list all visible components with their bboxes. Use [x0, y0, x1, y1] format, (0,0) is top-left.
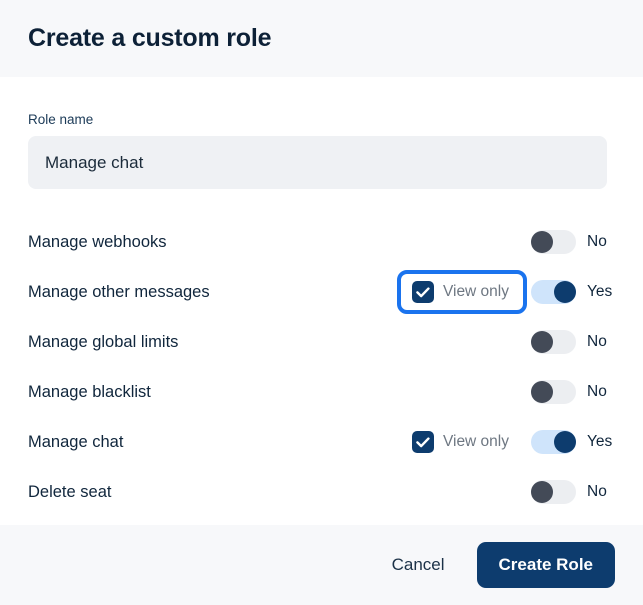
toggle-state-label: Yes — [587, 283, 613, 301]
permission-toggle-switch[interactable] — [531, 230, 576, 255]
view-only-toggle-group[interactable]: View only — [396, 270, 527, 315]
page-title: Create a custom role — [28, 23, 272, 52]
dialog-footer: Cancel Create Role — [0, 525, 643, 605]
permission-toggle-group: Yes — [531, 430, 615, 455]
permissions-list: Manage webhooksView onlyNoManage other m… — [28, 217, 615, 517]
toggle-knob — [531, 381, 553, 404]
role-name-field-group: Role name — [28, 77, 615, 190]
view-only-toggle-group[interactable]: View only — [397, 420, 527, 464]
permission-row: Manage blacklistView onlyNo — [28, 367, 615, 417]
permission-row: Delete seatView onlyNo — [28, 467, 615, 517]
toggle-state-label: Yes — [587, 433, 613, 451]
view-only-label: View only — [442, 433, 509, 451]
permission-toggle-switch[interactable] — [531, 330, 576, 355]
permission-toggle-switch[interactable] — [531, 480, 576, 505]
permission-label: Manage other messages — [28, 282, 210, 301]
permission-label: Manage chat — [28, 432, 124, 451]
permission-label: Delete seat — [28, 482, 112, 501]
role-name-label: Role name — [28, 112, 94, 127]
permission-toggle-switch[interactable] — [531, 380, 576, 405]
permission-toggle-group: No — [531, 230, 615, 255]
toggle-knob — [531, 231, 553, 254]
create-role-button[interactable]: Create Role — [476, 542, 615, 588]
permission-toggle-switch[interactable] — [531, 430, 576, 455]
permission-row: Manage chat View only Yes — [28, 417, 615, 467]
toggle-knob — [531, 331, 553, 354]
toggle-state-label: No — [587, 333, 607, 351]
cancel-button[interactable]: Cancel — [378, 545, 459, 585]
view-only-label: View only — [442, 283, 509, 301]
permission-toggle-group: No — [531, 330, 615, 355]
toggle-knob — [554, 431, 576, 454]
toggle-state-label: No — [587, 483, 607, 501]
toggle-state-label: No — [587, 233, 607, 251]
permission-label: Manage blacklist — [28, 382, 151, 401]
permission-toggle-group: Yes — [531, 280, 615, 305]
role-name-input[interactable] — [28, 136, 607, 190]
view-only-checkbox[interactable] — [411, 431, 434, 454]
permission-toggle-group: No — [531, 380, 615, 405]
permission-label: Manage global limits — [28, 332, 179, 351]
permission-toggle-group: No — [531, 480, 615, 505]
permission-row: Manage webhooksView onlyNo — [28, 217, 615, 267]
view-only-checkbox[interactable] — [411, 281, 434, 304]
toggle-knob — [554, 281, 576, 304]
permission-toggle-switch[interactable] — [531, 280, 576, 305]
permission-label: Manage webhooks — [28, 232, 167, 251]
toggle-state-label: No — [587, 383, 607, 401]
permission-row: Manage other messages View only Yes — [28, 267, 615, 317]
dialog-header: Create a custom role — [0, 0, 643, 77]
toggle-knob — [531, 481, 553, 504]
dialog-body: Role name Manage webhooksView onlyNoMana… — [0, 77, 643, 525]
permission-row: Manage global limitsView onlyNo — [28, 317, 615, 367]
